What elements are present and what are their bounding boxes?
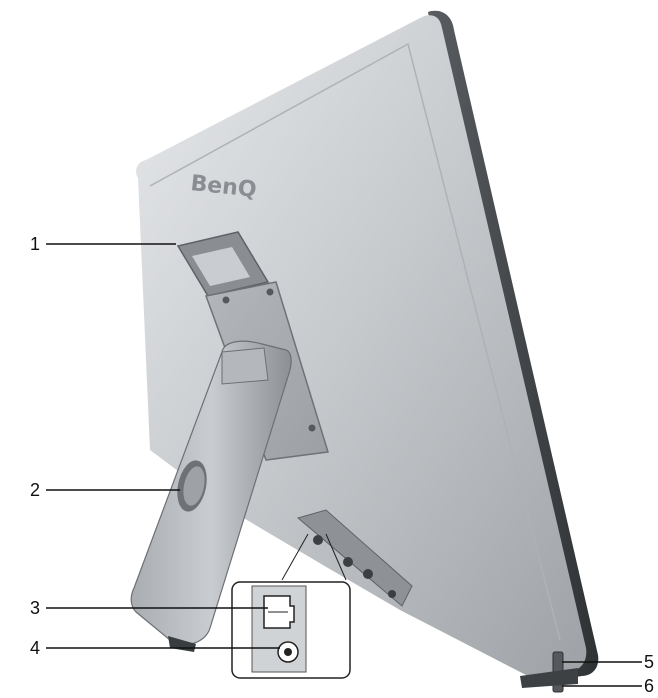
callout-label-1: 1 <box>30 234 40 254</box>
callout-label-2: 2 <box>30 480 40 500</box>
callout-label-5: 5 <box>644 652 654 672</box>
callout-label-4: 4 <box>30 638 40 658</box>
callout-label-3: 3 <box>30 598 40 618</box>
callout-label-6: 6 <box>644 676 654 696</box>
